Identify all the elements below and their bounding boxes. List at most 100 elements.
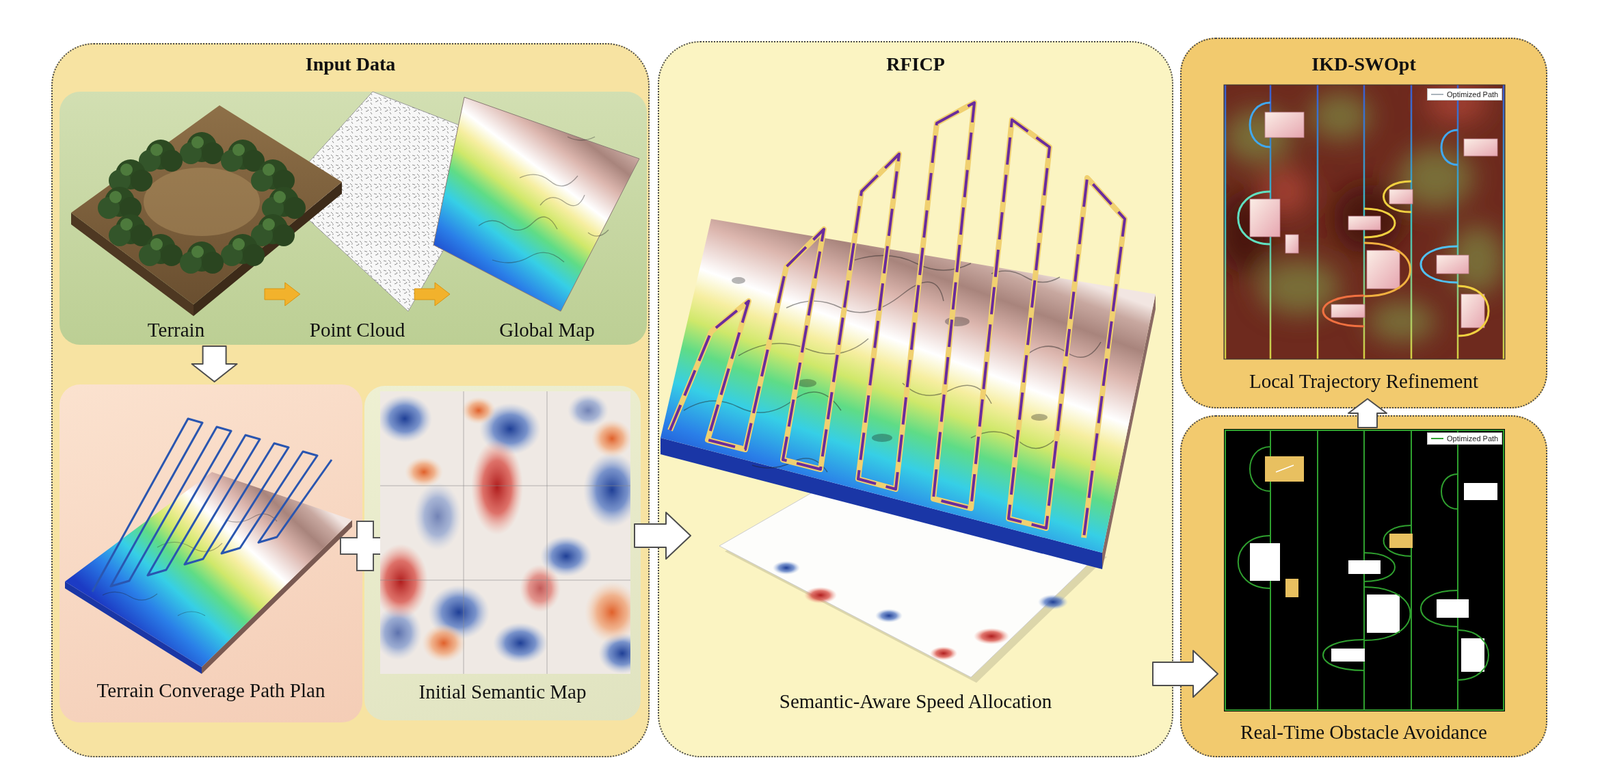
terrain-figure-part	[220, 233, 265, 266]
coverage-plan-figure-part-part	[157, 542, 223, 552]
avoidance-plot-part-part	[1366, 594, 1400, 633]
refinement-plot-part-part	[1461, 294, 1485, 328]
rficp-figure-part	[973, 627, 1010, 645]
terrain-figure-part	[108, 159, 153, 192]
refinement-plot-part-part-part	[1261, 167, 1310, 216]
stage-panel: RFICP Semantic-Aware Speed Allocation	[657, 41, 1174, 757]
semantic-heatmap-part	[380, 393, 631, 674]
refinement-plot-part-part-part	[1309, 92, 1371, 141]
legend-box: Optimized Path	[1427, 432, 1503, 445]
panel-caption: Point Cloud	[309, 318, 405, 341]
text-slot: Global Map	[451, 317, 643, 342]
avoidance-plot-part-part	[1249, 542, 1280, 581]
avoidance-plot-part-part	[1323, 639, 1365, 671]
refinement-plot-part-part	[1323, 295, 1365, 327]
connector-arrow	[414, 282, 450, 306]
figure-node: Global Map	[451, 102, 643, 342]
semantic-heatmap-part-part	[413, 482, 462, 551]
terrain-figure-part	[250, 214, 295, 247]
semantic-heatmap-part-part	[583, 451, 631, 528]
text-slot: RFICP	[659, 52, 1172, 76]
avoidance-plot-part-part	[1364, 552, 1395, 582]
global-map-figure-part-part	[492, 252, 565, 263]
refinement-plot-part-part	[1457, 285, 1489, 336]
refinement-plot-part-part	[1436, 255, 1469, 274]
rficp-figure-part-part	[854, 255, 971, 271]
rficp-figure-part	[660, 437, 1103, 569]
semantic-heatmap-part	[380, 391, 631, 674]
semantic-heatmap-part-part	[428, 584, 490, 640]
coverage-plan-figure-part-part	[225, 513, 277, 522]
avoidance-plot-part-part	[1264, 456, 1304, 482]
global-map-figure-part-part	[567, 136, 595, 141]
rficp-figure-part-part	[738, 338, 869, 356]
global-map-figure	[433, 97, 640, 312]
global-map-figure-part-part	[478, 216, 558, 230]
terrain-figure-part	[138, 139, 183, 172]
avoidance-plot-part-part	[1275, 464, 1294, 472]
panel-caption: Initial Semantic Map	[419, 680, 587, 703]
avoidance-plot-part-part	[1316, 430, 1319, 710]
avoidance-plot-part-part	[1457, 430, 1459, 710]
panel-caption: Global Map	[499, 318, 595, 341]
text-slot: Point Cloud	[301, 317, 413, 342]
refinement-plot-part-part	[1463, 138, 1498, 156]
plus-symbol-part	[340, 521, 390, 571]
refinement-plot-part	[1225, 84, 1504, 359]
avoidance-plot-part-part	[1363, 430, 1365, 710]
global-map-figure-part-part	[588, 229, 609, 236]
refinement-plot-part-part	[1389, 189, 1413, 204]
avoidance-plot-part-part	[1463, 482, 1498, 500]
point-cloud-figure-part	[280, 91, 506, 312]
connector-arrow	[634, 512, 691, 559]
refinement-plot-part	[1223, 84, 1505, 359]
rficp-figure-part-part	[786, 281, 944, 312]
refinement-plot-part-part	[1502, 84, 1505, 359]
rficp-figure-part-part	[1031, 413, 1048, 421]
panel-caption: Terrain Converage Path Plan	[97, 678, 326, 701]
terrain-figure-part	[179, 131, 224, 165]
panel-title: RFICP	[886, 53, 945, 75]
refinement-plot-part-part-part	[1333, 184, 1402, 253]
rficp-figure-part	[724, 477, 1108, 683]
text-slot: Semantic-Aware Speed Allocation	[659, 689, 1172, 714]
rficp-figure-part	[1037, 594, 1069, 610]
terrain-figure-part	[193, 181, 342, 316]
rficp-figure-part	[929, 646, 958, 660]
rficp-figure-part	[660, 218, 1156, 553]
semantic-heatmap-part-part	[598, 632, 631, 674]
point-cloud-figure-part	[280, 91, 506, 312]
avoidance-plot-part-part	[1441, 473, 1458, 509]
rficp-figure	[660, 102, 1156, 683]
avoidance-plot-part	[1223, 428, 1505, 712]
semantic-heatmap-part-part	[492, 622, 548, 664]
stage-panel: Real-Time Obstacle Avoidance	[1180, 415, 1548, 757]
semantic-heatmap-part-part	[380, 605, 422, 660]
rficp-figure-part-part	[1025, 341, 1101, 357]
semantic-heatmap-part-part	[567, 393, 609, 428]
text-slot: Terrain Converage Path Plan	[59, 678, 363, 703]
refinement-plot	[1217, 82, 1505, 359]
refinement-plot-part-part	[1285, 234, 1299, 253]
panel-caption: Real-Time Obstacle Avoidance	[1240, 720, 1488, 743]
refinement-plot-part	[1223, 84, 1505, 359]
terrain-figure	[71, 105, 342, 316]
semantic-heatmap-part	[380, 391, 631, 674]
panel-caption: Terrain	[147, 318, 205, 341]
global-map-figure-part	[433, 97, 640, 312]
rficp-figure-part	[731, 276, 1048, 442]
refinement-plot-part-part	[1383, 181, 1412, 212]
coverage-plan-figure-part	[64, 471, 353, 667]
terrain-figure-part	[179, 241, 224, 274]
point-cloud-figure	[280, 91, 506, 312]
input-subpanel-part	[59, 91, 647, 345]
avoidance-plot-part-part	[1348, 560, 1381, 574]
semantic-heatmap-part-part	[591, 419, 631, 458]
terrain-figure-part	[71, 105, 342, 305]
global-map-figure-part	[478, 136, 609, 263]
plus-symbol	[340, 521, 390, 571]
refinement-plot-part-part	[1420, 246, 1458, 283]
semantic-heatmap-part-part	[461, 396, 496, 424]
rficp-figure-part	[670, 102, 1125, 538]
